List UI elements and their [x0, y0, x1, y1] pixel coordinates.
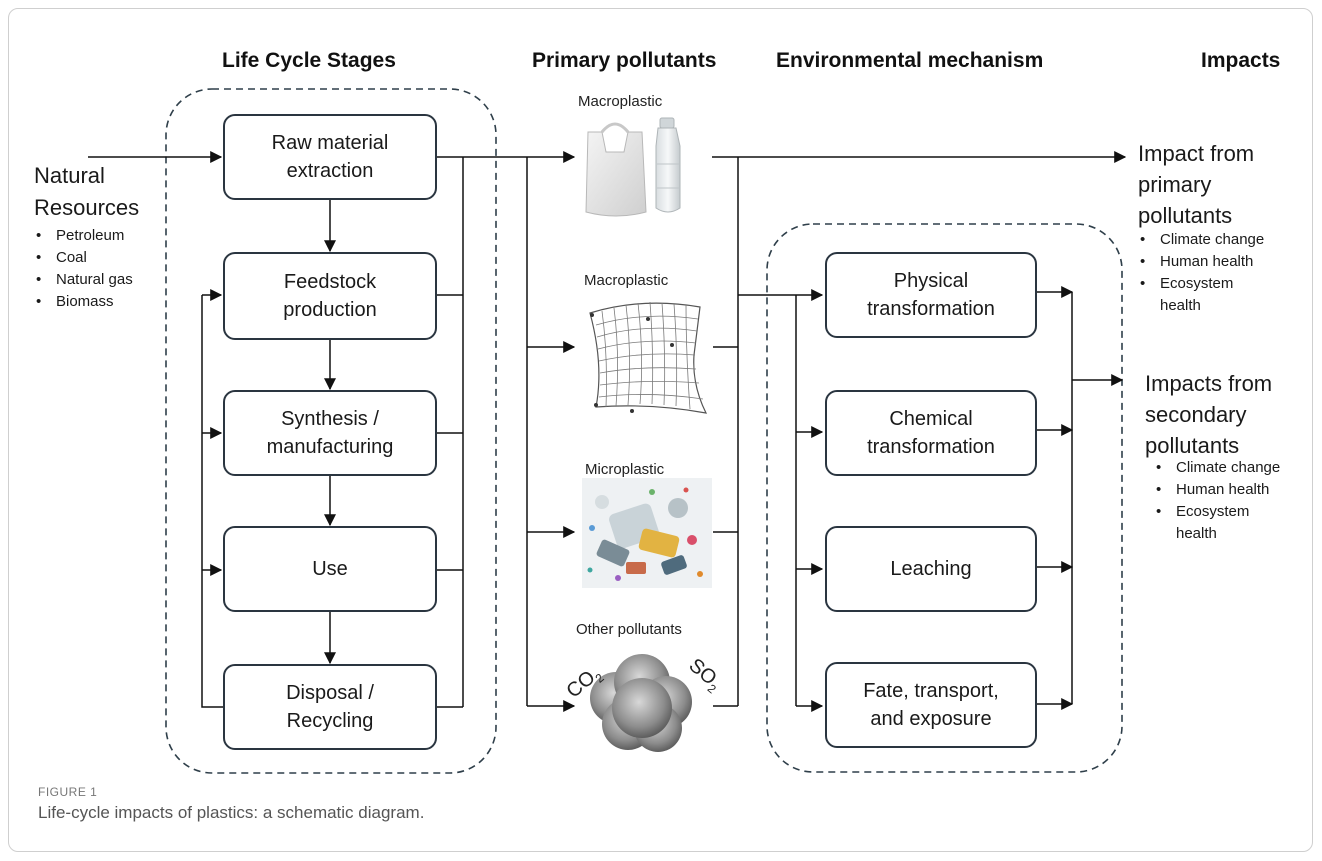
- impact-item: Human health: [1138, 251, 1264, 273]
- impact-item-continuation: health: [1176, 525, 1217, 542]
- secondary-impact-title-line1: Impacts from: [1145, 371, 1273, 396]
- microplastic-fragments-icon: [582, 478, 712, 588]
- pollutant-label-other: Other pollutants: [576, 621, 682, 638]
- stage-label: Disposal / Recycling: [286, 682, 374, 732]
- resource-item: Coal: [34, 247, 133, 269]
- secondary-impact-title-line2: secondary: [1145, 402, 1247, 427]
- stage-use: Use: [223, 526, 437, 612]
- header-environmental-mechanism: Environmental mechanism: [776, 49, 1044, 72]
- smoke-cloud-icon: CO2 SO2: [566, 654, 716, 752]
- mechanism-fate-transport-exposure: Fate, transport, and exposure: [825, 662, 1037, 748]
- life-cycle-group-outline: [165, 88, 497, 774]
- pollutant-label-microplastic: Microplastic: [585, 461, 665, 478]
- secondary-impacts-list: Climate change Human health Ecosystem: [1154, 457, 1280, 523]
- header-impacts: Impacts: [1201, 49, 1281, 72]
- mechanism-label: Physical transformation: [867, 270, 995, 320]
- fishing-net-icon: [589, 301, 708, 414]
- impact-item: Climate change: [1138, 229, 1264, 251]
- pollutant-label-macroplastic-1: Macroplastic: [578, 93, 663, 110]
- recycle-loop-line: [201, 295, 223, 708]
- natural-resources-title-line1: Natural: [34, 163, 105, 188]
- mechanism-label: Fate, transport, and exposure: [863, 680, 999, 730]
- impact-item: Climate change: [1154, 457, 1280, 479]
- stage-label: Use: [312, 558, 348, 580]
- mechanism-chemical-transformation: Chemical transformation: [825, 390, 1037, 476]
- stage-label: Raw material extraction: [271, 132, 389, 182]
- header-life-cycle-stages: Life Cycle Stages: [222, 49, 396, 72]
- figure-frame: [8, 8, 1313, 852]
- primary-impact-title-line1: Impact from: [1138, 141, 1255, 166]
- mechanism-label: Leaching: [890, 558, 972, 580]
- impact-item: Ecosystem: [1138, 273, 1264, 295]
- pollutant-label-macroplastic-2: Macroplastic: [584, 272, 669, 289]
- plastic-bag-bottle-icon: [585, 117, 681, 217]
- header-primary-pollutants: Primary pollutants: [532, 49, 717, 72]
- primary-impacts-list: Climate change Human health Ecosystem: [1138, 229, 1264, 295]
- resource-item: Biomass: [34, 291, 133, 313]
- primary-impact-title-line2: primary: [1138, 172, 1212, 197]
- stage-raw-material-extraction: Raw material extraction: [223, 114, 437, 200]
- mechanism-physical-transformation: Physical transformation: [825, 252, 1037, 338]
- impact-item: Ecosystem: [1154, 501, 1280, 523]
- natural-resources-title-line2: Resources: [34, 195, 140, 220]
- stage-synthesis-manufacturing: Synthesis / manufacturing: [223, 390, 437, 476]
- impact-item: Human health: [1154, 479, 1280, 501]
- mechanism-leaching: Leaching: [825, 526, 1037, 612]
- resource-item: Natural gas: [34, 269, 133, 291]
- primary-impact-title-line3: pollutants: [1138, 203, 1233, 228]
- figure-caption: Life-cycle impacts of plastics: a schema…: [38, 803, 425, 822]
- resource-item: Petroleum: [34, 225, 133, 247]
- impact-item-continuation: health: [1160, 297, 1201, 314]
- secondary-impact-title-line3: pollutants: [1145, 433, 1240, 458]
- stage-label: Feedstock production: [283, 271, 377, 321]
- natural-resources-list: Petroleum Coal Natural gas Biomass: [34, 225, 133, 313]
- figure-label: FIGURE 1: [38, 785, 98, 799]
- mechanism-label: Chemical transformation: [867, 408, 995, 458]
- stage-disposal-recycling: Disposal / Recycling: [223, 664, 437, 750]
- stage-label: Synthesis / manufacturing: [266, 408, 394, 458]
- stage-feedstock-production: Feedstock production: [223, 252, 437, 340]
